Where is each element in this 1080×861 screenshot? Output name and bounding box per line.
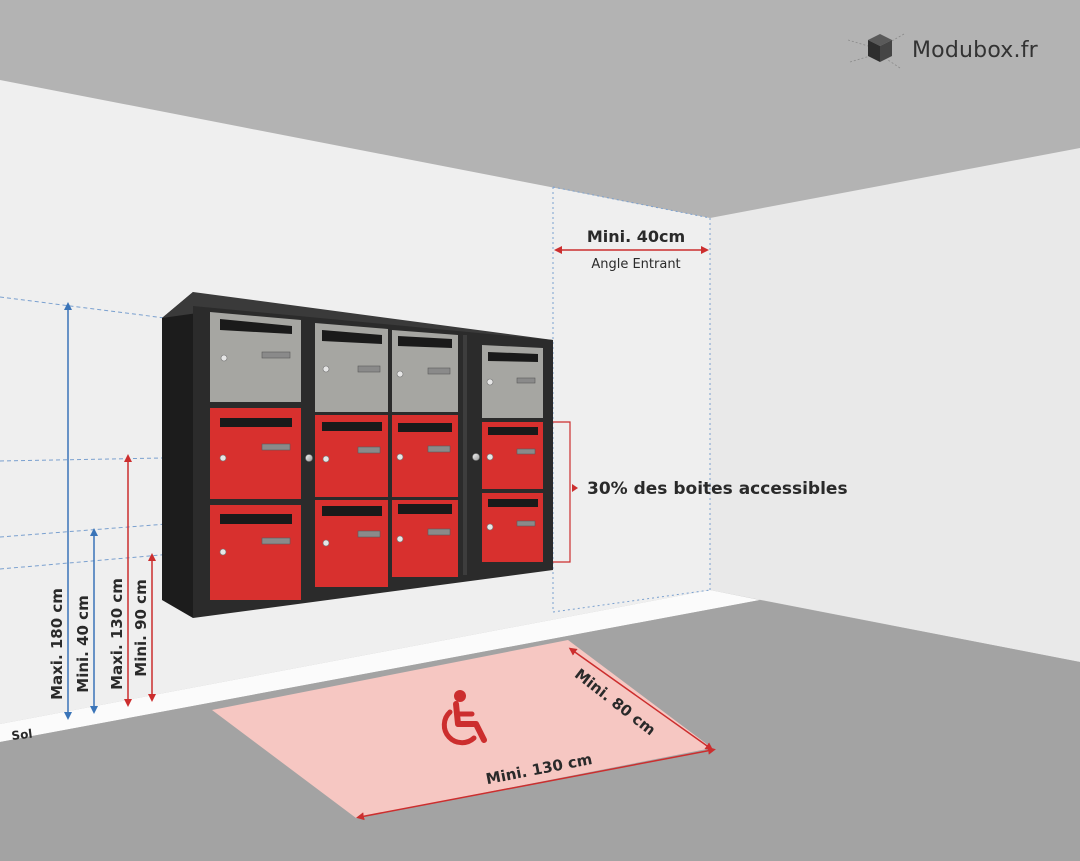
name-plates <box>261 351 536 545</box>
width-dimension-line <box>356 746 716 821</box>
min-40-label: Mini. 40 cm <box>74 595 92 692</box>
accessible-pointer <box>572 484 578 492</box>
corner-caption: Angle Entrant <box>591 257 680 272</box>
module-divider <box>463 335 467 575</box>
corner-guides <box>552 186 711 613</box>
min-90-label: Mini. 90 cm <box>132 579 150 676</box>
accessible-bracket <box>553 421 571 563</box>
floor-label: Sol <box>11 727 34 743</box>
max-180-label: Maxi. 180 cm <box>48 588 66 700</box>
right-wall <box>710 148 1080 662</box>
brand-logo: Modubox.fr <box>848 28 1038 72</box>
wheelchair-icon <box>441 690 487 746</box>
max-130-label: Maxi. 130 cm <box>108 578 126 690</box>
accessible-share-label: 30% des boites accessibles <box>587 479 848 499</box>
grey-box-row <box>210 312 543 418</box>
cube-icon <box>848 33 905 69</box>
cabinet-side <box>162 292 193 618</box>
mailbox-cabinet <box>162 292 553 618</box>
mail-slots <box>220 319 538 524</box>
brand-name: Modubox.fr <box>912 37 1038 63</box>
depth-dimension-line <box>568 647 714 751</box>
corner-min-label: Mini. 40cm <box>587 227 685 246</box>
floor-strip <box>0 590 760 742</box>
cabinet-top <box>162 292 553 342</box>
key-locks <box>219 354 494 556</box>
red-box-grid <box>210 408 543 600</box>
